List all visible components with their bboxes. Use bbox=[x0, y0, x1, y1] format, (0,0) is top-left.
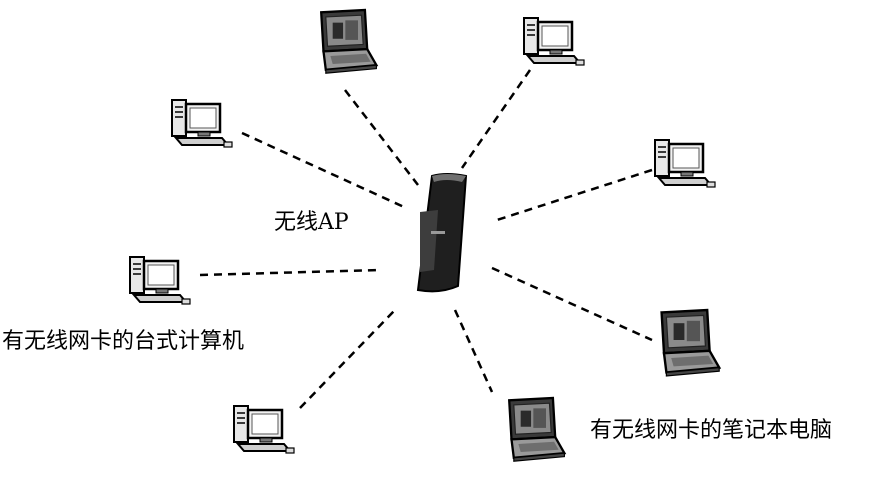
link-desktop-upper-left bbox=[241, 131, 405, 209]
laptop-icon bbox=[660, 308, 721, 378]
laptop-icon bbox=[320, 8, 378, 75]
desktop-icon bbox=[522, 16, 586, 67]
desktop-icon bbox=[170, 98, 234, 149]
wireless-ap-icon bbox=[416, 173, 468, 293]
desktop-icon bbox=[128, 255, 192, 306]
link-laptop-bottom bbox=[453, 309, 494, 393]
desktop-icon bbox=[232, 404, 296, 455]
desktop-label: 有无线网卡的台式计算机 bbox=[2, 329, 245, 354]
link-laptop-right bbox=[491, 266, 653, 342]
ap-label: 无线AP bbox=[274, 210, 349, 235]
laptop-icon bbox=[508, 396, 566, 463]
laptop-label: 有无线网卡的笔记本电脑 bbox=[590, 418, 833, 443]
link-desktop-right bbox=[496, 168, 653, 222]
link-lines bbox=[199, 69, 653, 409]
link-desktop-bottom-left bbox=[299, 309, 396, 409]
desktop-icon bbox=[653, 138, 717, 189]
link-laptop-top bbox=[344, 89, 419, 186]
link-desktop-top-right bbox=[460, 69, 532, 169]
link-desktop-left bbox=[199, 268, 381, 277]
